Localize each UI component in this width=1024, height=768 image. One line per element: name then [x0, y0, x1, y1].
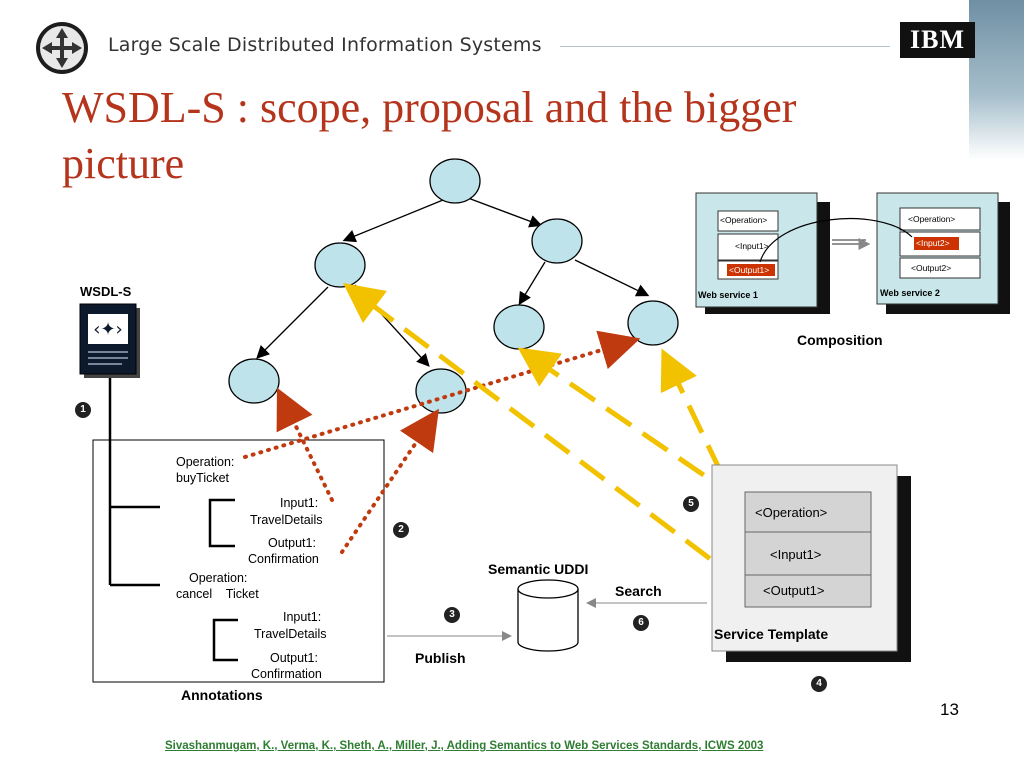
ws2-input: <Input2> [916, 238, 950, 248]
ws2-operation: <Operation> [908, 214, 956, 224]
template-input: <Input1> [770, 547, 822, 562]
ws2-label: Web service 2 [880, 288, 940, 298]
page-number: 13 [940, 700, 959, 719]
ws2-output: <Output2> [911, 263, 952, 273]
annotation-op1-line1: Operation: [176, 455, 235, 469]
template-output: <Output1> [763, 583, 825, 598]
annotation-op1-line2: buyTicket [176, 471, 230, 485]
annotations-box [92, 439, 385, 683]
annotations-caption: Annotations [181, 687, 263, 703]
ontology-node-leaf-3 [493, 304, 545, 350]
annotation-out2-line1: Output1: [270, 651, 318, 665]
lsdis-logo [36, 22, 88, 74]
step-badge-4: 4 [811, 676, 827, 692]
step-badge-2: 2 [393, 522, 409, 538]
ws1-operation: <Operation> [720, 215, 768, 225]
annotation-tree-lines [108, 376, 238, 662]
uddi-label: Semantic UDDI [488, 561, 589, 577]
annotation-in1-line2: TravelDetails [250, 513, 323, 527]
ontology-node-root [429, 158, 481, 204]
ontology-node-leaf-4 [627, 300, 679, 346]
citation-link[interactable]: Sivashanmugam, K., Verma, K., Sheth, A.,… [165, 740, 764, 752]
annotation-out2-line2: Confirmation [251, 667, 322, 681]
template-operation: <Operation> [755, 505, 828, 520]
annotation-in2-line2: TravelDetails [254, 627, 327, 641]
annotation-out1-line2: Confirmation [248, 552, 319, 566]
annotation-op2-line2: cancel Ticket [176, 587, 259, 601]
corner-decoration [969, 0, 1024, 160]
slide-title: WSDL-S : scope, proposal and the bigger … [62, 83, 797, 188]
step-badge-5: 5 [683, 496, 699, 512]
header-title: Large Scale Distributed Information Syst… [108, 34, 542, 56]
svg-text:‹✦›: ‹✦› [93, 319, 122, 340]
ontology-node-left [314, 242, 366, 288]
annotation-in1-line1: Input1: [280, 496, 319, 510]
publish-label: Publish [415, 650, 466, 666]
ontology-node-right [531, 218, 583, 264]
search-label: Search [615, 583, 662, 599]
wsdl-label: WSDL-S [80, 284, 132, 299]
step-badge-3: 3 [444, 607, 460, 623]
step-badge-1: 1 [75, 402, 91, 418]
annotation-out1-line1: Output1: [268, 536, 316, 550]
ws1-input: <Input1> [735, 241, 769, 251]
service-template-caption: Service Template [714, 626, 829, 642]
wsdl-document-icon: ‹✦› [79, 303, 140, 378]
annotation-in2-line1: Input1: [283, 610, 322, 624]
header-divider [560, 46, 890, 47]
uddi-cylinder [517, 579, 579, 652]
ibm-logo: IBM [900, 22, 975, 58]
ws1-output: <Output1> [729, 265, 770, 275]
ws1-label: Web service 1 [698, 290, 758, 300]
annotation-op2-line1: Operation: [189, 571, 248, 585]
ontology-node-leaf-1 [228, 358, 280, 404]
step-badge-6: 6 [633, 615, 649, 631]
tree-edges [256, 197, 650, 367]
composition-caption: Composition [797, 332, 883, 348]
